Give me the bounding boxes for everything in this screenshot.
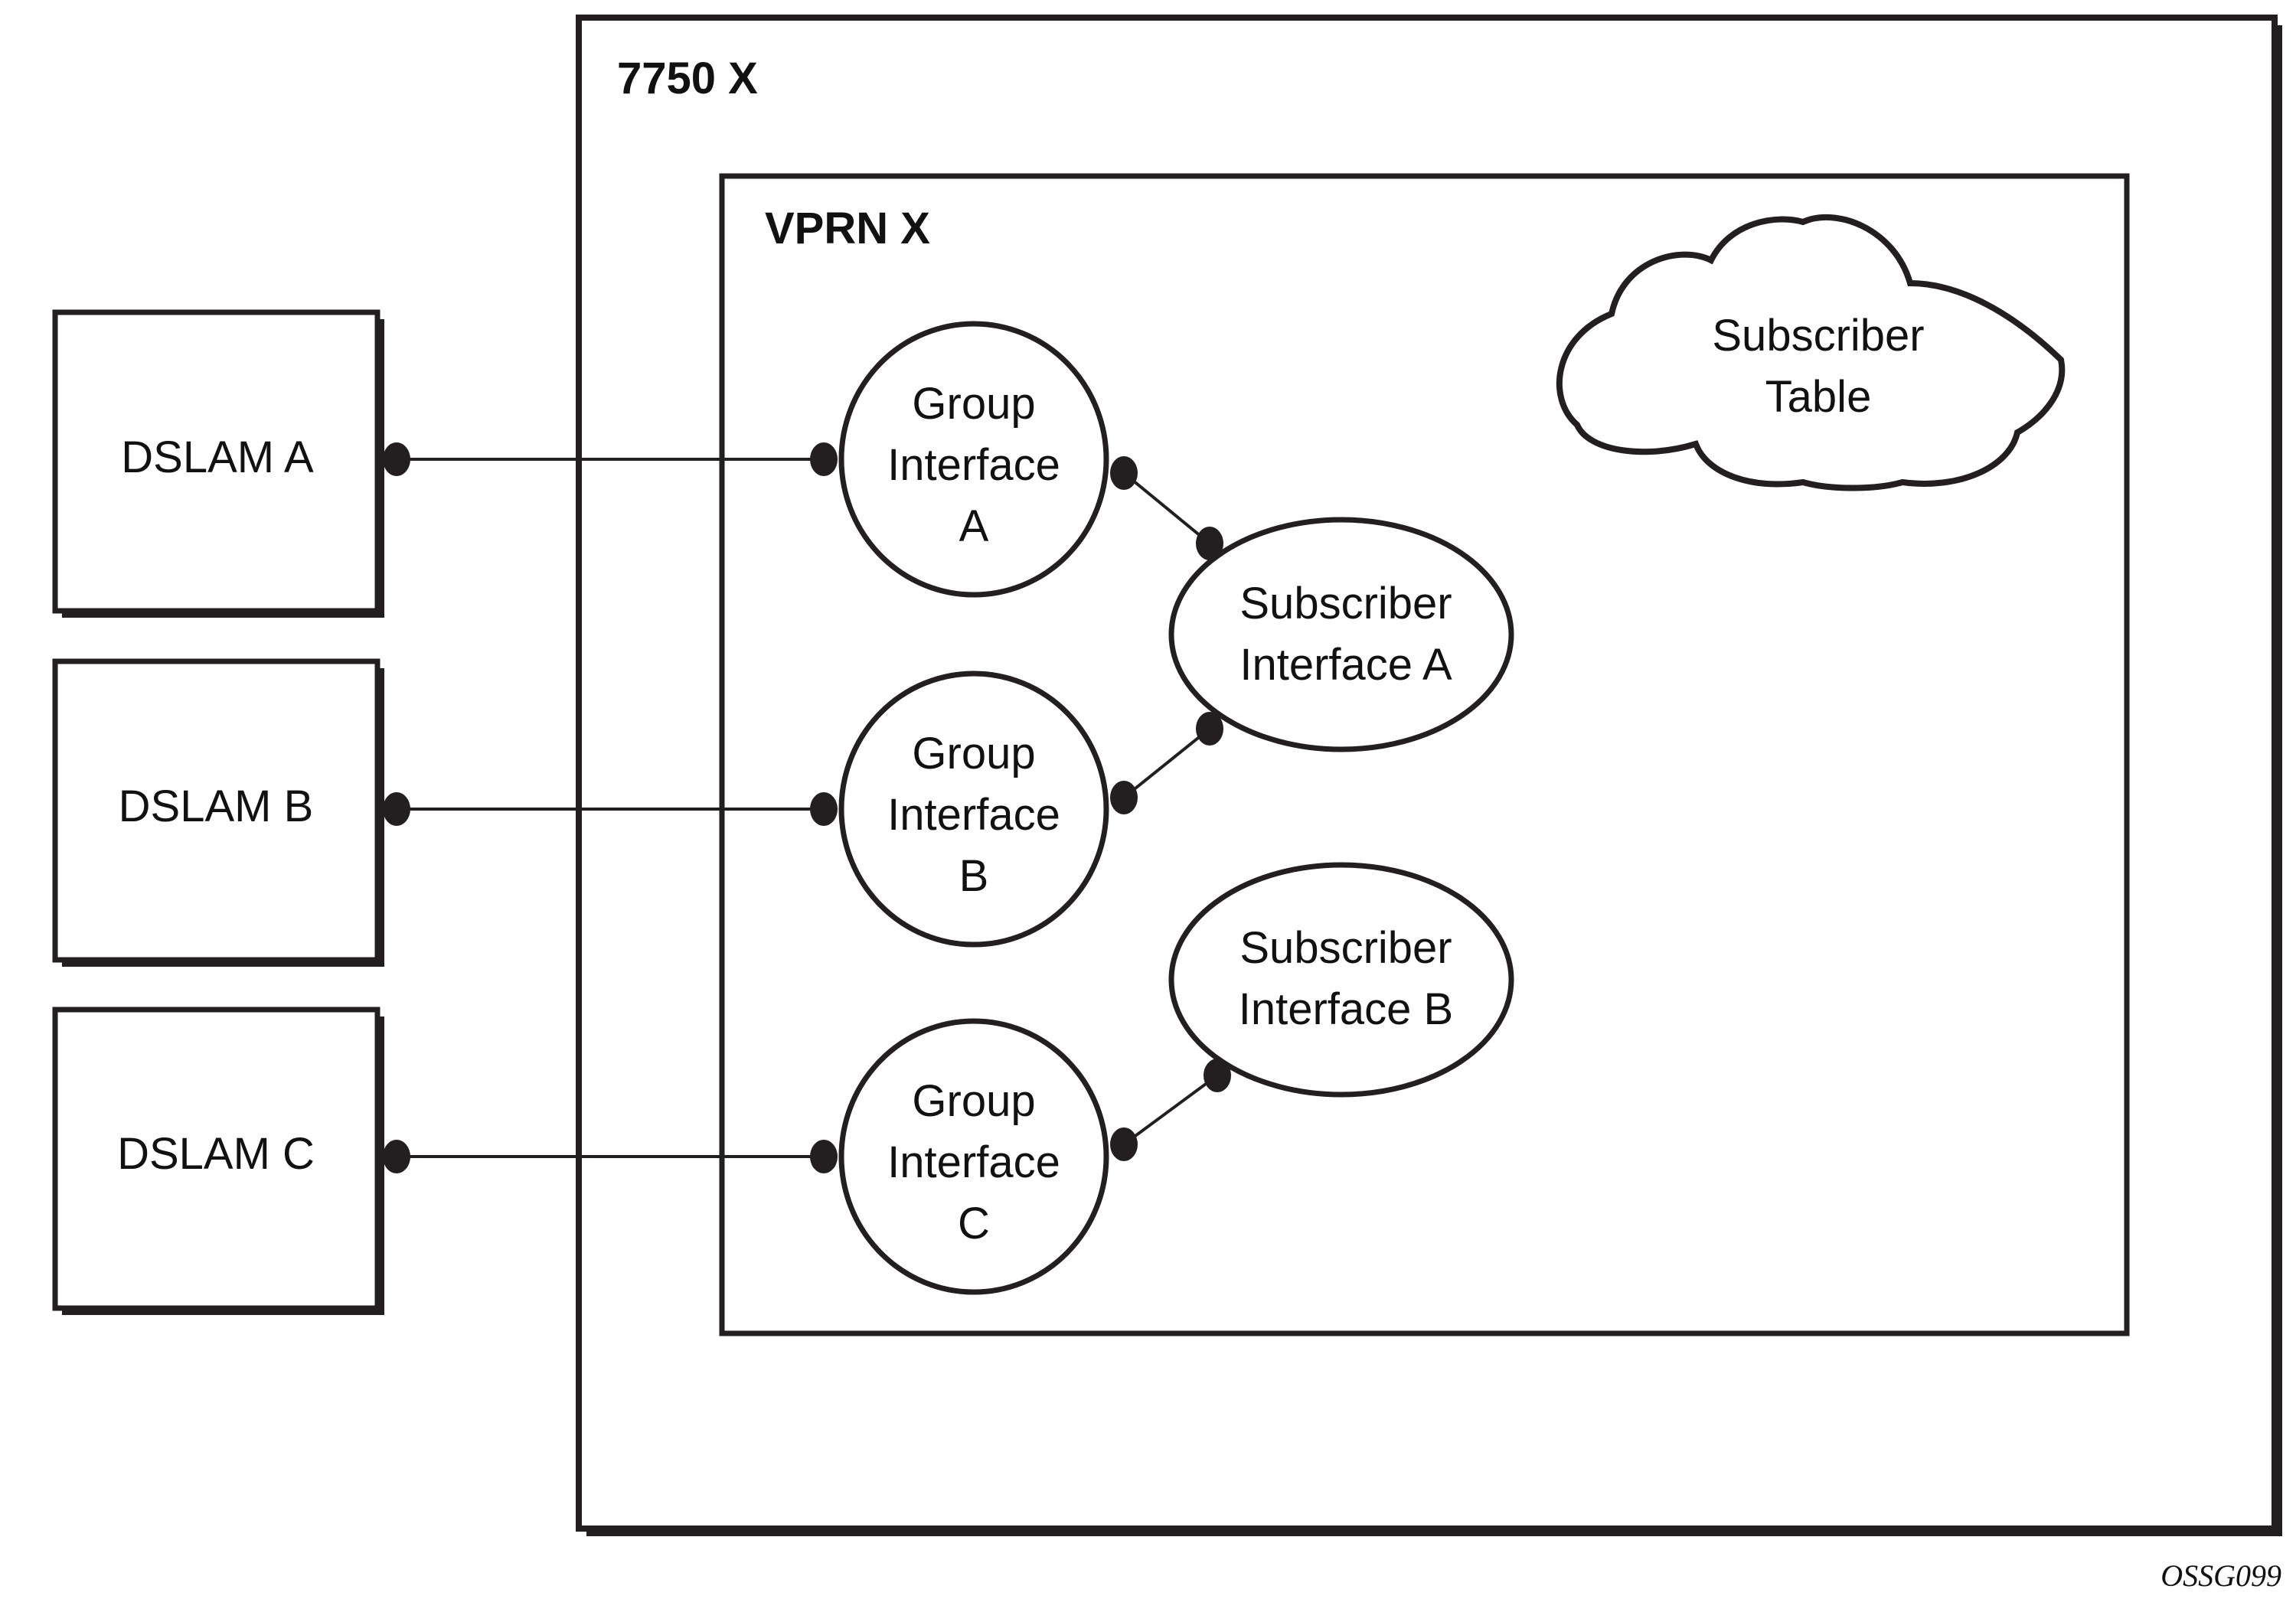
cloud-shape xyxy=(1556,214,2066,491)
subscriber-interface-a[interactable]: Subscriber Interface A xyxy=(1168,517,1514,752)
dslam-b[interactable]: DSLAM B xyxy=(52,658,384,967)
subscriber-table-cloud[interactable]: Subscriber Table xyxy=(1556,214,2066,491)
subscriber-interface-a-line1: Subscriber xyxy=(1239,579,1452,628)
dslam-b-label: DSLAM B xyxy=(119,782,314,831)
port-dot xyxy=(810,1140,838,1173)
port-dot xyxy=(810,442,838,476)
subscriber-interface-b[interactable]: Subscriber Interface B xyxy=(1168,862,1514,1098)
port-dot xyxy=(383,442,410,476)
link-group-a-sub-a xyxy=(1122,472,1211,545)
group-interface-a-line3: A xyxy=(959,501,989,551)
group-interface-a[interactable]: Group Interface A xyxy=(838,321,1109,598)
port-dot xyxy=(1110,1127,1138,1161)
port-dot xyxy=(1196,712,1223,746)
port-dot xyxy=(383,792,410,826)
port-dot xyxy=(1196,527,1223,560)
group-interface-c-line1: Group xyxy=(912,1076,1035,1126)
group-interface-c-line2: Interface xyxy=(887,1137,1060,1187)
dslam-c[interactable]: DSLAM C xyxy=(52,1007,384,1315)
port-dot xyxy=(810,792,838,826)
subscriber-table-line1: Subscriber xyxy=(1712,311,1924,361)
group-interface-b-line3: B xyxy=(959,851,989,901)
dslam-a[interactable]: DSLAM A xyxy=(52,309,384,618)
subscriber-interface-a-line2: Interface A xyxy=(1239,640,1452,690)
group-interface-c[interactable]: Group Interface C xyxy=(838,1018,1109,1295)
link-group-c-sub-b xyxy=(1122,1074,1219,1146)
subscriber-table-line2: Table xyxy=(1765,372,1872,422)
subscriber-interface-b-line1: Subscriber xyxy=(1239,923,1452,973)
dslam-a-label: DSLAM A xyxy=(121,432,314,482)
group-interface-b-line2: Interface xyxy=(887,790,1060,840)
port-dot xyxy=(1204,1059,1231,1092)
figure-id: OSSG099 xyxy=(2160,1558,2281,1593)
group-interface-b-line1: Group xyxy=(912,729,1035,778)
port-dot xyxy=(1110,456,1138,490)
vprn-label: VPRN X xyxy=(765,204,930,253)
connector-dots xyxy=(383,442,1231,1173)
group-interface-b[interactable]: Group Interface B xyxy=(838,671,1109,948)
port-dot xyxy=(1110,781,1138,814)
link-group-b-sub-a xyxy=(1122,727,1211,799)
subscriber-interface-b-line2: Interface B xyxy=(1239,984,1453,1034)
router-label: 7750 X xyxy=(617,54,758,103)
group-interface-c-line3: C xyxy=(958,1199,990,1248)
group-interface-a-line1: Group xyxy=(912,379,1035,429)
port-dot xyxy=(383,1140,410,1173)
dslam-c-label: DSLAM C xyxy=(117,1129,315,1179)
group-interface-a-line2: Interface xyxy=(887,440,1060,490)
